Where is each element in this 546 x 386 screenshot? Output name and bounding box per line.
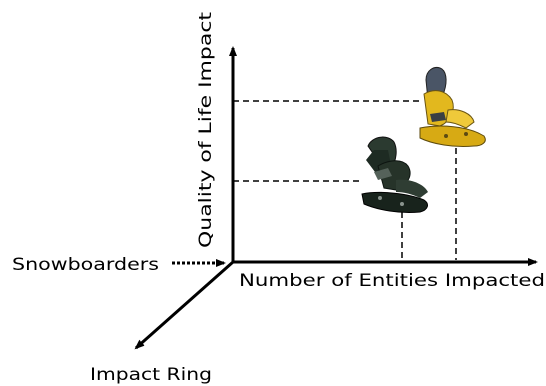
- snowboarders-label: Snowboarders: [12, 255, 159, 275]
- guide-lines: [233, 100, 457, 260]
- yellow-binding-image: [419, 67, 486, 147]
- z-axis-label: Impact Ring: [90, 365, 212, 385]
- y-axis-label: Quality of Life Impact: [196, 12, 216, 248]
- x-axis-label: Number of Entities Impacted: [239, 271, 545, 291]
- z-axis: [134, 260, 234, 350]
- black-binding-image: [361, 136, 428, 213]
